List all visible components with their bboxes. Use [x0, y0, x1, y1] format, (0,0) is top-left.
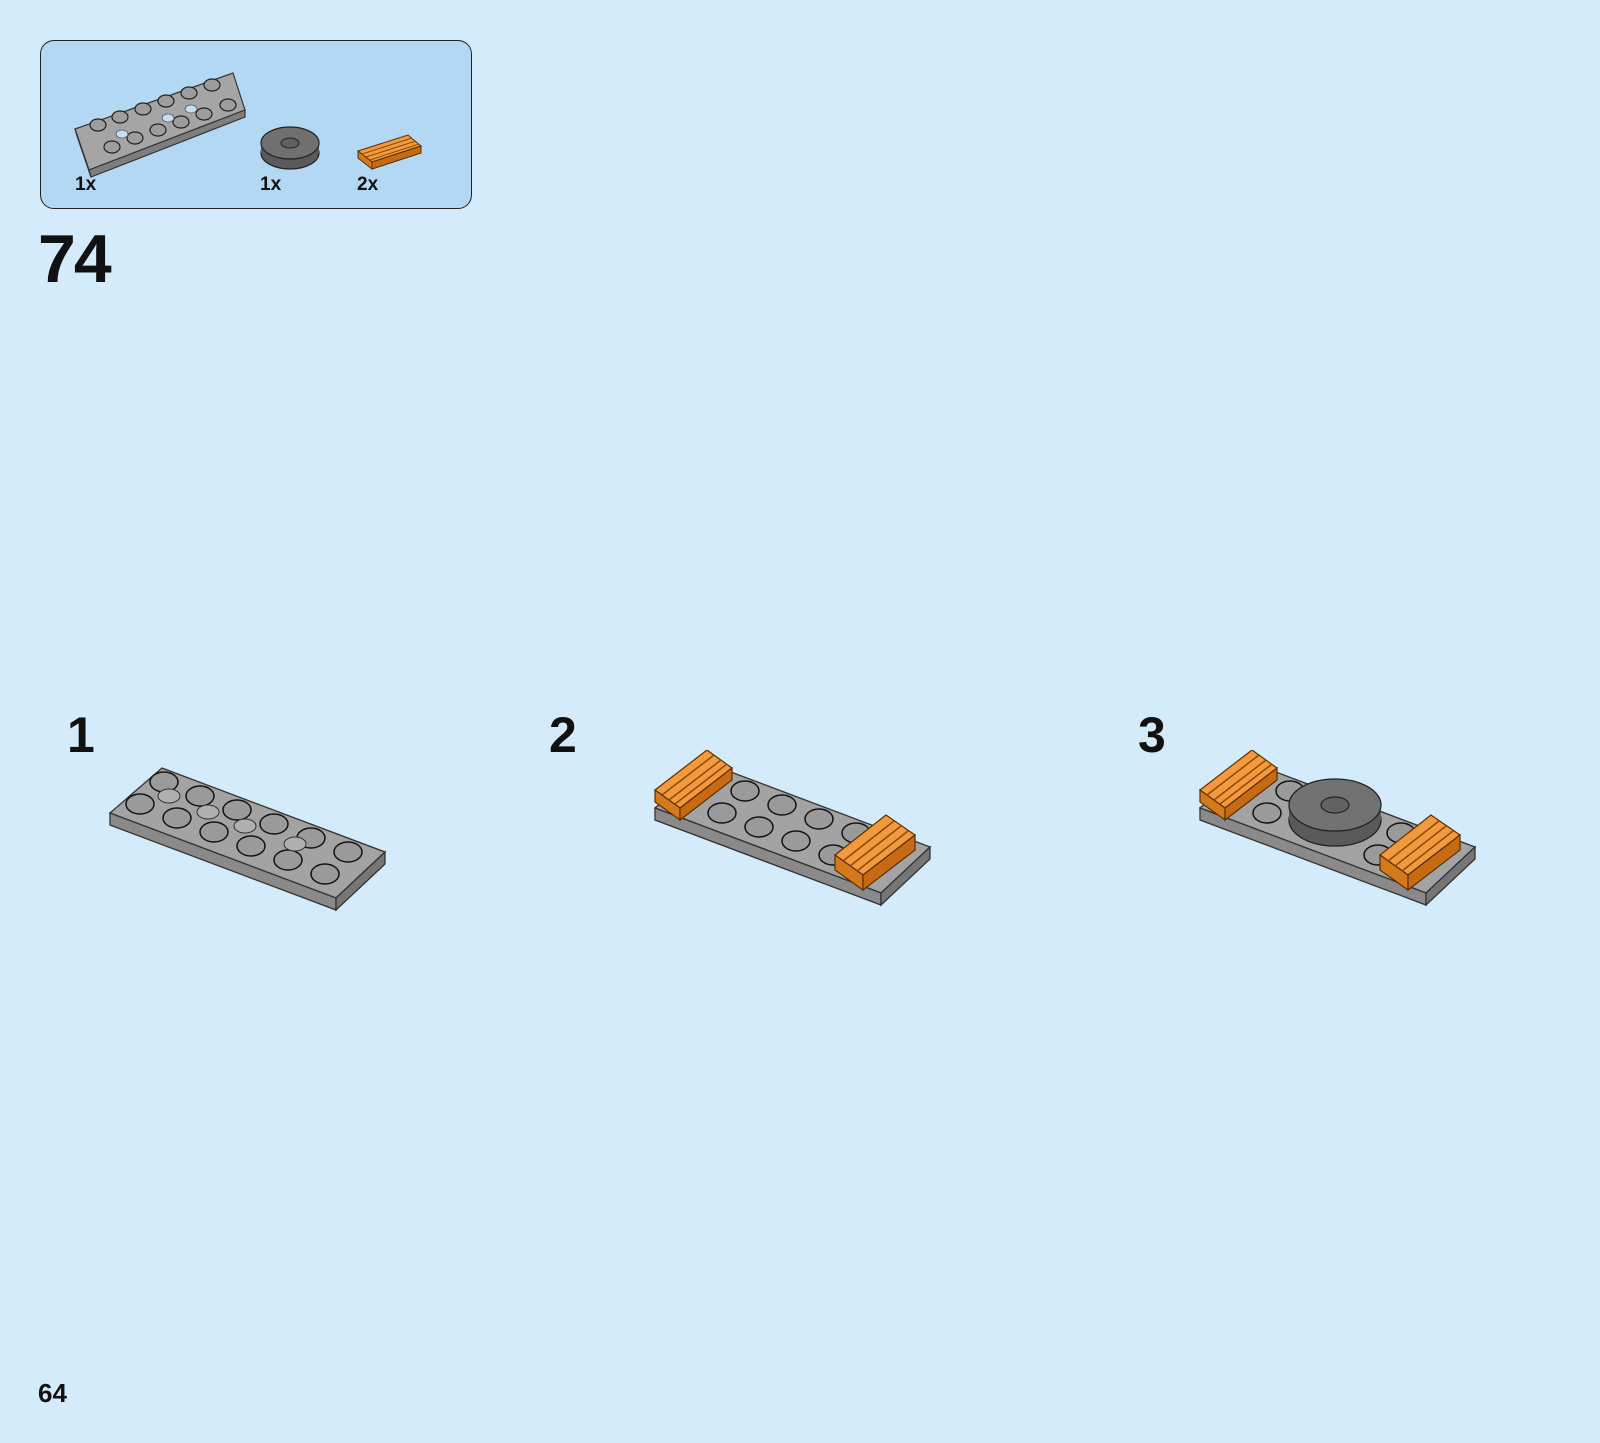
substep-1-assembly [100, 760, 400, 920]
substep-1-number: 1 [67, 706, 95, 764]
page-number: 64 [38, 1378, 67, 1409]
substep-2-assembly [650, 750, 940, 920]
round-tile-part-icon [261, 127, 319, 169]
round-tile-illustration [1289, 779, 1381, 846]
plate-illustration [110, 768, 385, 910]
grille-tile-quantity: 2x [357, 174, 378, 196]
parts-callout: 1x 1x 2x [40, 40, 472, 209]
substep-3-assembly [1195, 750, 1485, 920]
substep-2-number: 2 [549, 706, 577, 764]
grille-tile-part-icon [358, 135, 421, 169]
step-number: 74 [38, 220, 110, 298]
parts-illustration [41, 41, 473, 210]
plate-quantity: 1x [75, 174, 96, 196]
substep-3-number: 3 [1138, 706, 1166, 764]
round-tile-quantity: 1x [260, 174, 281, 196]
plate-part-icon [75, 73, 245, 177]
